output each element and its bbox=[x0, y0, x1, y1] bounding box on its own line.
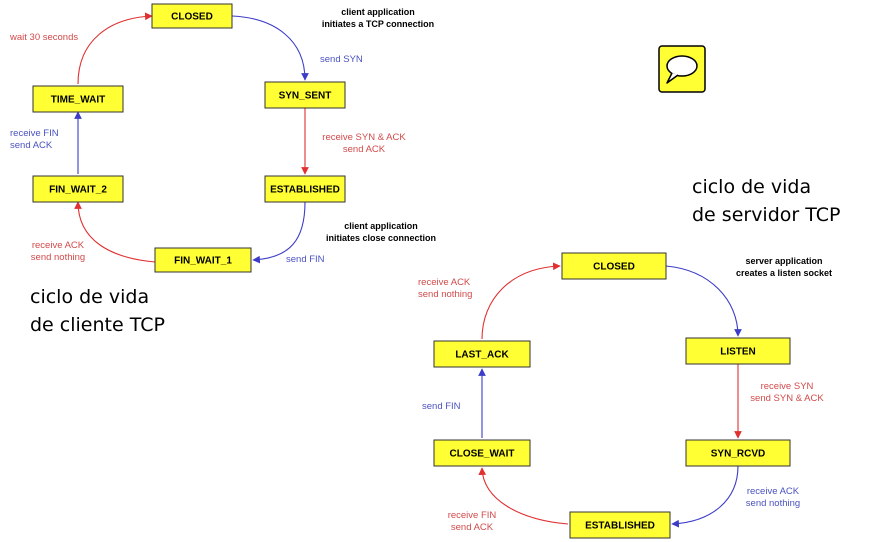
client-caption-2: de cliente TCP bbox=[30, 314, 165, 336]
svg-text:LISTEN: LISTEN bbox=[720, 347, 756, 358]
label-server-recv-fin-2: send ACK bbox=[451, 522, 494, 533]
edge-established-to-close-wait bbox=[478, 467, 569, 525]
svg-text:LAST_ACK: LAST_ACK bbox=[455, 350, 509, 361]
svg-text:CLOSED: CLOSED bbox=[593, 262, 635, 273]
server-listen-note: server application bbox=[745, 256, 822, 266]
svg-text:ESTABLISHED: ESTABLISHED bbox=[585, 521, 655, 532]
label-recv-synack-2: send ACK bbox=[343, 144, 386, 155]
svg-text:SYN_RCVD: SYN_RCVD bbox=[711, 449, 765, 460]
server-diagram: ciclo de vida de servidor TCP CLOSED LIS… bbox=[418, 176, 840, 539]
label-server-recv-ack: receive ACK bbox=[747, 486, 800, 497]
client-state-established: ESTABLISHED bbox=[264, 175, 346, 203]
label-server-recv-ack-2: send nothing bbox=[746, 498, 800, 509]
server-caption-2: de servidor TCP bbox=[692, 204, 840, 226]
svg-text:FIN_WAIT_2: FIN_WAIT_2 bbox=[49, 185, 107, 196]
client-state-syn-sent: SYN_SENT bbox=[264, 81, 346, 109]
label-recv-syn-2: send SYN & ACK bbox=[750, 393, 824, 404]
client-initiate-note: client application bbox=[341, 7, 415, 17]
edge-time-wait-to-closed bbox=[77, 12, 153, 85]
svg-text:CLOSED: CLOSED bbox=[171, 12, 213, 23]
svg-text:TIME_WAIT: TIME_WAIT bbox=[51, 95, 105, 106]
label-client-recv-ack-2: send nothing bbox=[31, 252, 85, 263]
server-state-established: ESTABLISHED bbox=[569, 511, 671, 539]
client-state-fin-wait-1: FIN_WAIT_1 bbox=[154, 247, 252, 273]
client-initiate-note-2: initiates a TCP connection bbox=[322, 19, 434, 29]
server-state-closed: CLOSED bbox=[561, 252, 667, 280]
label-last-recv-ack-2: send nothing bbox=[418, 289, 472, 300]
client-state-time-wait: TIME_WAIT bbox=[32, 85, 124, 113]
client-diagram: CLOSED SYN_SENT ESTABLISHED FIN_WAIT_1 F… bbox=[9, 3, 436, 336]
label-client-recv-ack: receive ACK bbox=[32, 240, 85, 251]
server-state-syn-rcvd: SYN_RCVD bbox=[685, 439, 791, 467]
label-last-recv-ack: receive ACK bbox=[418, 277, 471, 288]
label-server-send-fin: send FIN bbox=[422, 401, 461, 412]
client-caption: ciclo de vida bbox=[30, 286, 149, 308]
edge-syn-rcvd-to-established bbox=[671, 465, 739, 528]
edge-established-to-fin-wait-1 bbox=[252, 201, 306, 264]
svg-text:FIN_WAIT_1: FIN_WAIT_1 bbox=[174, 256, 232, 267]
label-send-fin: send FIN bbox=[286, 254, 325, 265]
svg-text:CLOSE_WAIT: CLOSE_WAIT bbox=[449, 449, 514, 460]
label-wait-30: wait 30 seconds bbox=[9, 32, 78, 43]
label-recv-synack: receive SYN & ACK bbox=[322, 132, 406, 143]
client-state-closed: CLOSED bbox=[151, 3, 233, 29]
edge-closed-to-syn-sent bbox=[231, 15, 309, 81]
server-listen-note-2: creates a listen socket bbox=[736, 268, 832, 278]
label-client-recv-fin-2: send ACK bbox=[10, 140, 53, 151]
edge-fin-wait-1-to-fin-wait-2 bbox=[74, 201, 156, 263]
label-server-recv-fin: receive FIN bbox=[448, 510, 497, 521]
svg-text:ESTABLISHED: ESTABLISHED bbox=[270, 185, 340, 196]
label-send-syn: send SYN bbox=[320, 54, 363, 65]
label-client-recv-fin: receive FIN bbox=[10, 128, 59, 139]
server-state-last-ack: LAST_ACK bbox=[433, 340, 531, 368]
server-state-close-wait: CLOSE_WAIT bbox=[433, 439, 531, 467]
svg-text:SYN_SENT: SYN_SENT bbox=[279, 91, 332, 102]
server-state-listen: LISTEN bbox=[685, 337, 791, 365]
label-recv-syn: receive SYN bbox=[761, 381, 814, 392]
client-close-note-2: initiates close connection bbox=[326, 233, 436, 243]
edge-last-ack-to-closed bbox=[481, 262, 561, 340]
edge-server-closed-to-listen bbox=[665, 265, 742, 337]
client-close-note: client application bbox=[344, 221, 418, 231]
server-caption: ciclo de vida bbox=[692, 176, 811, 198]
speech-bubble-icon[interactable] bbox=[658, 45, 706, 93]
client-state-fin-wait-2: FIN_WAIT_2 bbox=[32, 175, 124, 203]
